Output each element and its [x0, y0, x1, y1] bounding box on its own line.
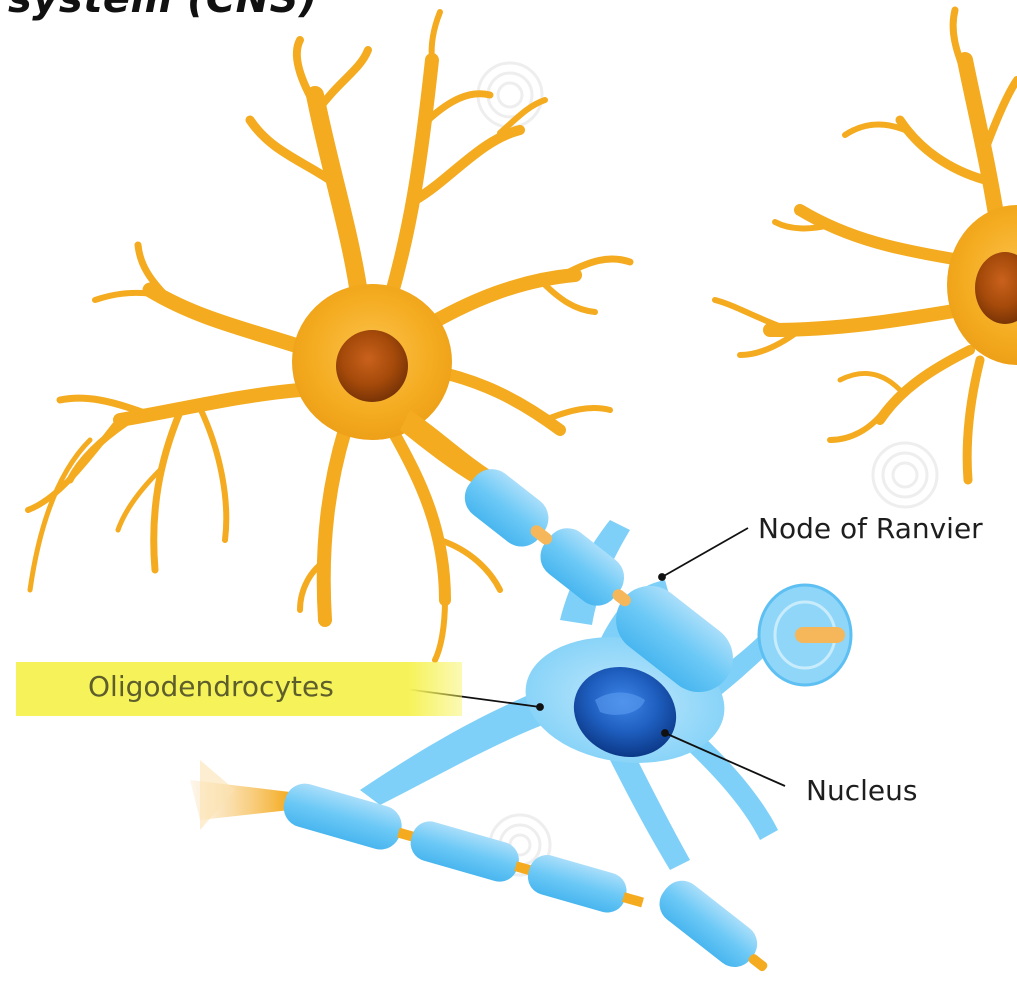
neuron-nucleus	[336, 330, 408, 402]
node-of-ranvier-leader	[662, 528, 748, 577]
node-of-ranvier-label: Node of Ranvier	[758, 512, 983, 545]
lower-myelin-sheath	[279, 779, 779, 986]
page-title: system (CNS)	[8, 0, 318, 22]
oligodendrocytes-label: Oligodendrocytes	[88, 670, 334, 703]
lower-axon-tail	[190, 760, 290, 830]
nucleus-label: Nucleus	[806, 774, 917, 807]
